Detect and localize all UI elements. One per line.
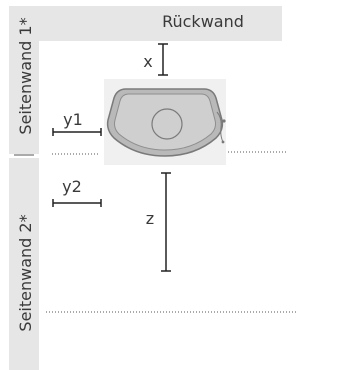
dimension-z-label: z [146, 209, 154, 228]
dimension-z [161, 172, 171, 272]
side-wall-1-label: Seitenwand 1* [16, 17, 35, 134]
sink-top-view-icon [104, 79, 226, 165]
back-wall-label: Rückwand [162, 12, 244, 31]
dimension-y2-label: y2 [62, 177, 82, 196]
back-wall [9, 6, 282, 41]
side-wall-2 [9, 158, 39, 370]
drain-icon [151, 108, 183, 140]
dimension-x [158, 43, 168, 76]
dimension-y1 [52, 128, 102, 136]
dimension-y1-label: y1 [63, 110, 83, 129]
dimension-x-label: x [143, 52, 152, 71]
side-wall-2-label: Seitenwand 2* [16, 214, 35, 331]
side-wall-1 [9, 6, 39, 154]
dimension-y2 [52, 199, 102, 207]
